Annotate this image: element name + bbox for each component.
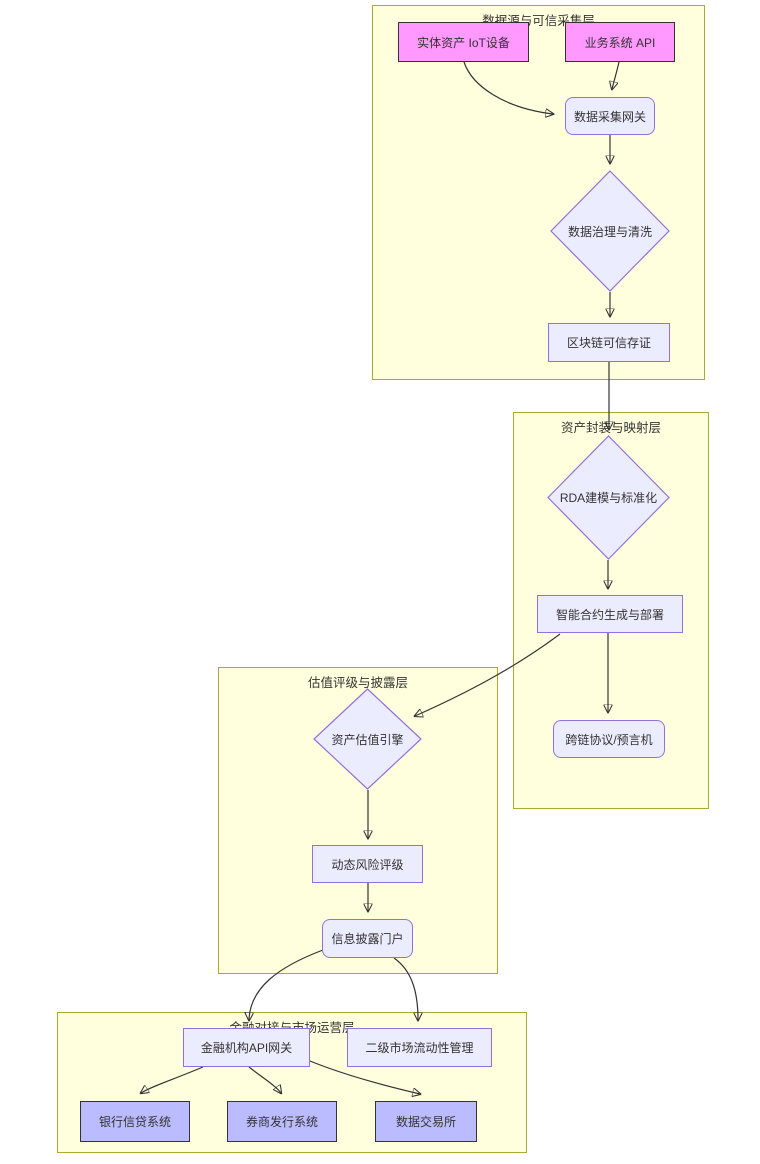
node-financial-api-gateway: 金融机构API网关 [183,1028,310,1067]
node-secondary-market-liquidity: 二级市场流动性管理 [347,1028,492,1067]
node-label: 信息披露门户 [331,932,404,946]
node-label: 银行信贷系统 [98,1115,171,1129]
node-info-disclosure-portal: 信息披露门户 [322,919,413,958]
diamond-shape [550,170,670,292]
container-title: 资产封装与映射层 [560,421,661,435]
node-label: 券商发行系统 [245,1115,318,1129]
node-rda-modeling-standardization: RDA建模与标准化 [547,435,670,560]
node-data-governance-cleaning: 数据治理与清洗 [550,170,670,292]
container-title: 估值评级与披露层 [307,676,408,690]
node-label: RDA建模与标准化 [559,491,658,505]
node-blockchain-attestation: 区块链可信存证 [548,323,670,362]
node-label: 金融机构API网关 [200,1041,293,1055]
node-label: 数据治理与清洗 [567,224,652,239]
node-data-collection-gateway: 数据采集网关 [565,97,655,135]
node-bank-credit-system: 银行信贷系统 [80,1101,190,1142]
node-asset-valuation-engine: 资产估值引擎 [313,688,422,790]
diamond-shape [313,688,422,790]
node-label: 动态风险评级 [331,857,404,872]
node-business-system-api: 业务系统 API [565,22,675,62]
node-dynamic-risk-rating: 动态风险评级 [312,845,423,883]
node-smart-contract-deploy: 智能合约生成与部署 [537,595,683,633]
node-label: 资产估值引擎 [331,732,404,747]
node-label: 二级市场流动性管理 [365,1041,474,1055]
node-label: 智能合约生成与部署 [555,607,664,622]
node-physical-asset-iot: 实体资产 IoT设备 [398,22,529,62]
diamond-shape [547,435,670,560]
node-label: 数据采集网关 [573,109,646,124]
node-label: 区块链可信存证 [566,336,651,350]
node-label: 数据交易所 [395,1115,456,1129]
node-data-exchange: 数据交易所 [375,1101,477,1142]
node-broker-issuance-system: 券商发行系统 [227,1101,337,1142]
node-label: 实体资产 IoT设备 [417,35,510,50]
node-crosschain-oracle: 跨链协议/预言机 [553,720,665,758]
node-label: 业务系统 API [584,35,656,50]
node-label: 跨链协议/预言机 [565,732,653,747]
